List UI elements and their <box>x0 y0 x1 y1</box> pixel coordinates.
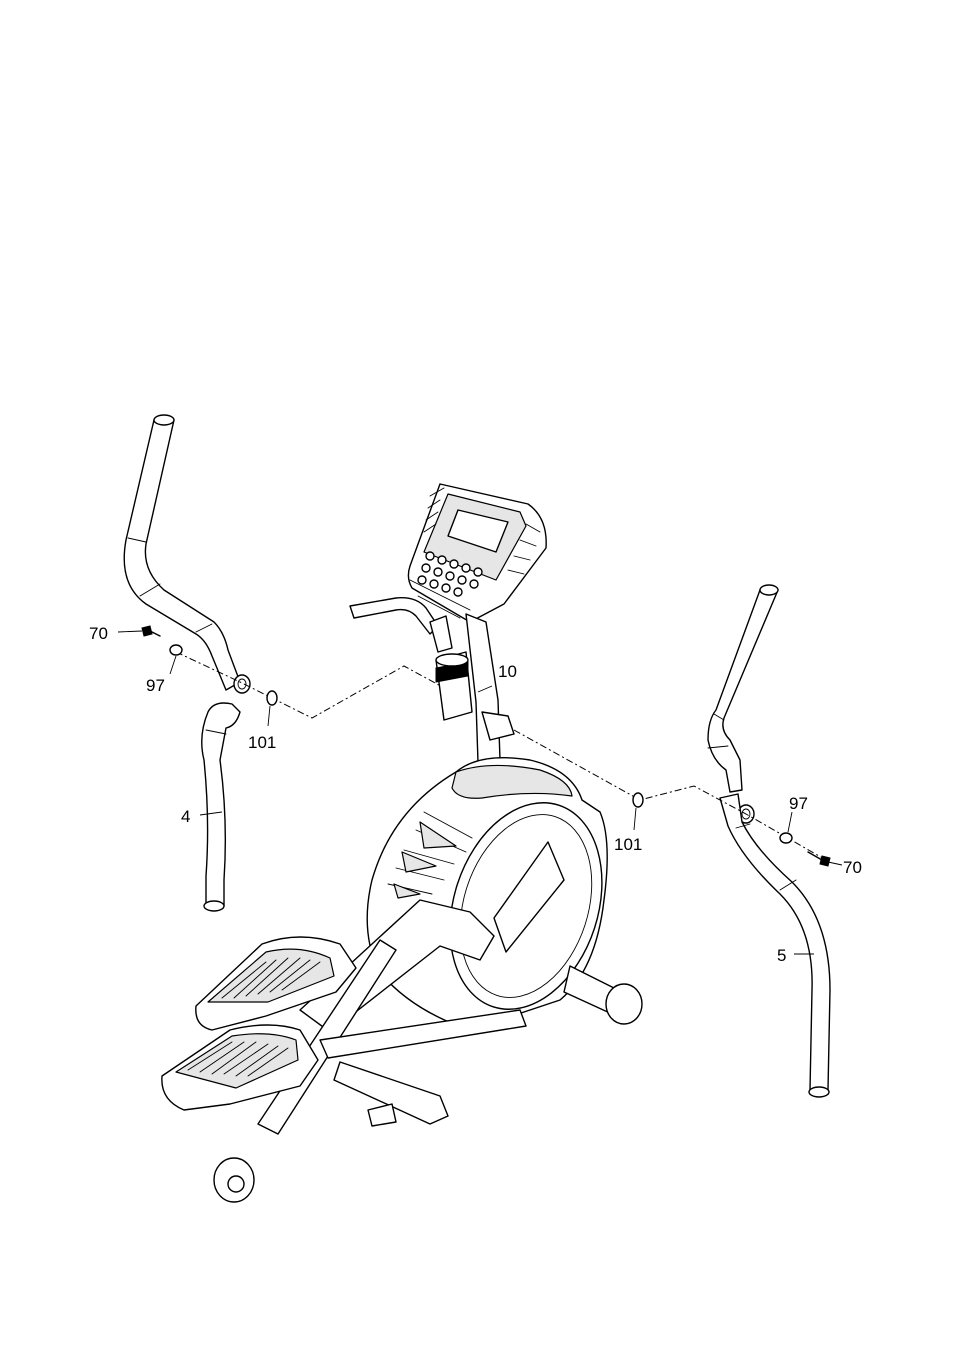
callout-101-left: 101 <box>248 733 276 752</box>
callout-5: 5 <box>777 946 786 965</box>
rear-stabilizer <box>564 966 642 1024</box>
callout-101-right: 101 <box>614 835 642 854</box>
left-clip-101 <box>267 691 277 705</box>
left-lower-arm <box>202 703 240 911</box>
callout-97-left: 97 <box>146 676 165 695</box>
callout-4: 4 <box>181 807 190 826</box>
callout-70-left: 70 <box>89 624 108 643</box>
callout-70-right: 70 <box>843 858 862 877</box>
right-clip-101 <box>633 793 643 807</box>
left-bolt-70 <box>142 626 160 636</box>
console <box>408 484 546 622</box>
front-wheel <box>214 1158 254 1202</box>
right-upper-handlebar <box>708 585 778 823</box>
right-lower-arm <box>720 794 830 1097</box>
left-washer-97 <box>170 645 182 655</box>
left-upper-handlebar <box>124 415 250 693</box>
right-washer-97 <box>780 833 792 843</box>
callout-10: 10 <box>498 662 517 681</box>
stride-rails <box>258 900 526 1134</box>
right-bolt-70 <box>808 852 830 866</box>
callout-97-right: 97 <box>789 794 808 813</box>
